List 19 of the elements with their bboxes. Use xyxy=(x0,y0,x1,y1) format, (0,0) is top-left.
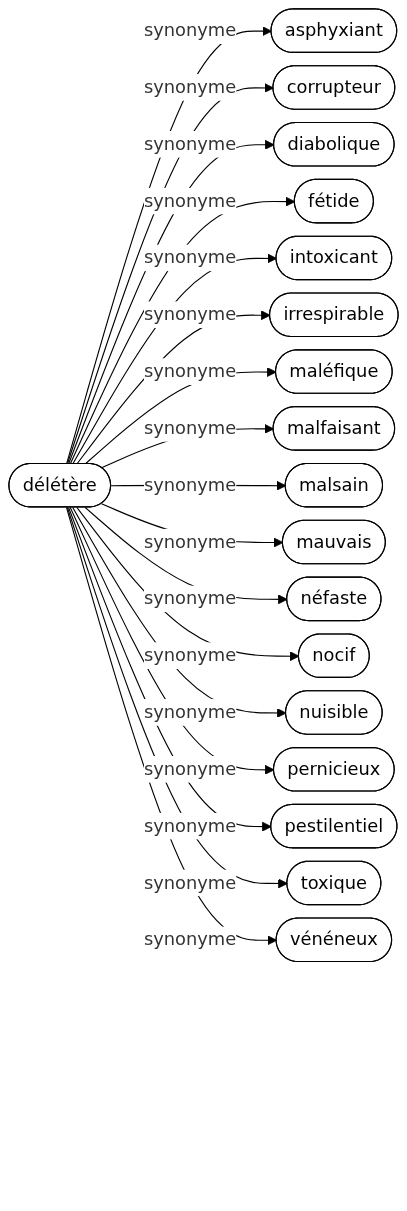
edge-label: synonyme xyxy=(143,303,237,325)
edge-label: synonyme xyxy=(143,928,237,950)
edge-label: synonyme xyxy=(143,417,237,439)
edge-label: synonyme xyxy=(143,758,237,780)
arrow xyxy=(72,253,277,465)
edge-label: synonyme xyxy=(143,246,237,268)
edge-label: synonyme xyxy=(143,644,237,666)
edge-label: synonyme xyxy=(143,701,237,723)
edge-label: synonyme xyxy=(143,530,237,553)
edge-label: synonyme xyxy=(143,474,237,496)
edge-label: synonyme xyxy=(143,76,237,98)
edge-label: synonyme xyxy=(143,19,237,41)
edge-label: synonyme xyxy=(143,587,237,609)
edge-label: synonyme xyxy=(143,360,237,382)
edge-label: synonyme xyxy=(143,871,237,893)
arrow xyxy=(72,506,287,718)
edge-label: synonyme xyxy=(143,814,237,837)
edge-label: synonyme xyxy=(143,189,237,212)
edge-label: synonyme xyxy=(143,133,237,155)
